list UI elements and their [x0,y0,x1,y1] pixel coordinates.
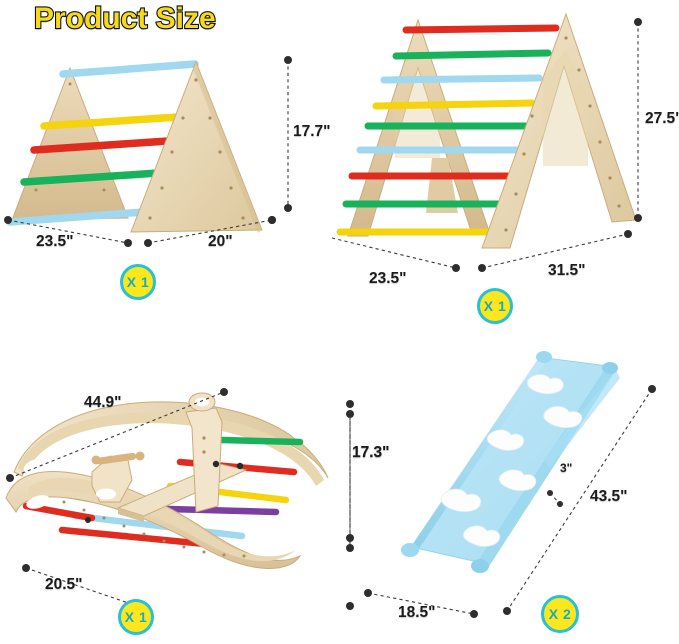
dim-small-triangle-width: 20" [208,233,233,250]
arch-rocker-knob [236,462,244,470]
page-title: Product Size [33,1,217,36]
large-triangle-illustration [336,12,637,249]
dim-large-triangle-width: 31.5" [548,262,586,279]
large-triangle-center-support [426,158,458,213]
dim-ramp-width: 18.5" [398,604,436,621]
dim-small-triangle-depth: 23.5" [36,233,74,250]
arch-rocker-upright-plate [185,392,223,513]
qty-badge-small-triangle: X 1 [120,264,156,300]
large-triangle-dimension-lines [331,18,642,272]
ramp-slide-illustration [401,351,620,573]
large-triangle-front-frame [481,12,637,249]
dim-arch-rocker-width: 20.5" [45,576,83,593]
ramp-climbing-grips [440,374,583,547]
dim-arch-rocker-length: 44.9" [84,394,122,411]
ramp-roller [602,362,618,374]
small-triangle-rungs [6,60,199,226]
ramp-roller [471,559,489,573]
arch-rocker-knob [85,517,91,523]
dim-arch-rocker-height: 17.3" [352,444,390,461]
dim-small-triangle-height: 17.7" [293,123,331,140]
dim-large-triangle-height: 27.5" [645,110,679,127]
ramp-roller [536,351,552,363]
qty-badge-arch-rocker: X 1 [118,599,154,635]
small-triangle-front-panel [130,60,263,233]
dim-ramp-length: 43.5" [590,488,628,505]
arch-rocker-horse-head [91,451,145,503]
large-triangle-rungs [336,24,560,236]
dim-large-triangle-depth: 23.5" [369,270,407,287]
arch-rocker-knob [212,460,220,468]
arch-rocker-illustration [5,392,329,570]
arch-rocker-rear-arch [13,401,329,486]
qty-badge-ramp: X 2 [541,595,579,633]
arch-rocker-dimension-lines [6,388,354,611]
small-triangle-illustration [6,60,263,233]
dim-ramp-thickness: 3" [560,461,573,475]
ramp-roller [401,543,419,557]
small-triangle-dimension-lines [4,56,292,247]
qty-badge-large-triangle: X 1 [477,288,513,324]
ramp-slide-dimension-lines [346,385,656,618]
dim-ramp-height: 17.3" [352,444,390,461]
